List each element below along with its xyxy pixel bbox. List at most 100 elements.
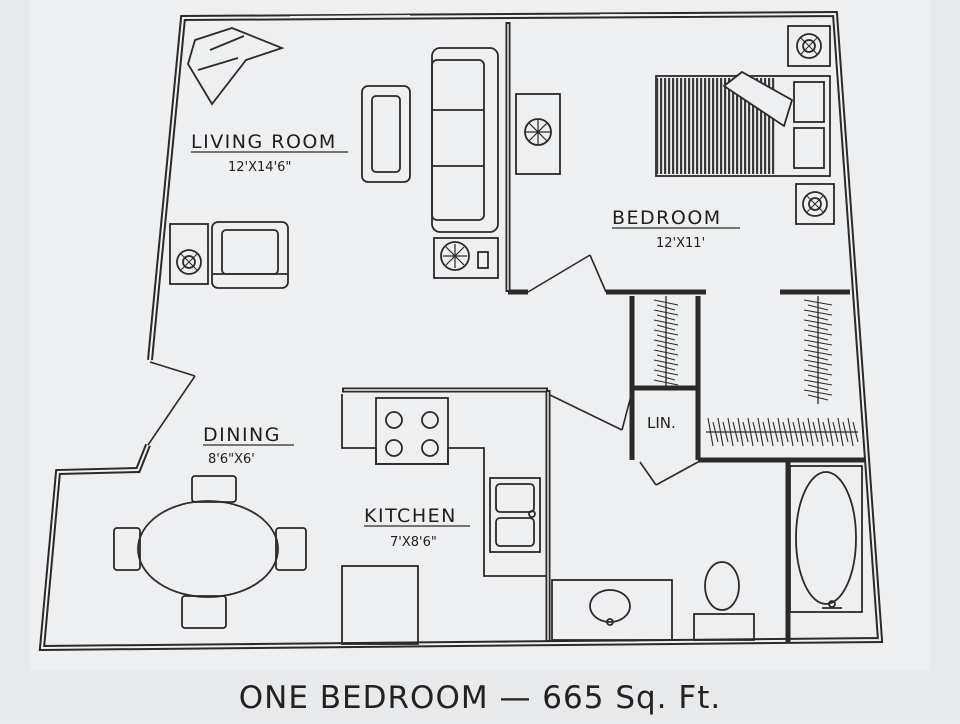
closet-hanger-mark [656, 354, 676, 361]
closet-hanger-mark [842, 421, 849, 443]
closet-hanger-mark [803, 349, 833, 356]
closet-hanger-mark [762, 421, 769, 443]
closet-hanger-mark [732, 421, 739, 443]
dining-label: DINING [203, 424, 281, 446]
closet-hanger-mark [653, 359, 679, 366]
closet-hanger-mark [653, 369, 679, 376]
closet-hanger-mark [807, 364, 829, 371]
living-room-dims: 12'X14'6" [228, 160, 291, 175]
living-room-label: LIVING ROOM [191, 131, 337, 153]
closet-hanger-mark [807, 374, 829, 381]
closet-hanger-mark [803, 319, 833, 326]
closet-hanger-mark [653, 299, 679, 306]
closet-hanger-mark [807, 354, 829, 361]
closet-hanger-mark [803, 309, 833, 316]
toilet-tank [693, 613, 755, 641]
closet-hanger-mark [656, 324, 676, 331]
closet-hanger-mark [807, 344, 829, 351]
closet-hanger-mark [757, 417, 764, 447]
bedroom-door [527, 254, 607, 293]
closet-hanger-mark [653, 309, 679, 316]
refrigerator [341, 565, 419, 645]
chair [191, 475, 237, 503]
closets [665, 296, 858, 433]
bathtub [789, 465, 863, 613]
closet-hanger-mark [797, 417, 804, 447]
dining-table [137, 500, 279, 598]
closet-hanger-mark [707, 417, 714, 447]
closet-hanger-mark [803, 299, 833, 306]
closet-hanger-mark [656, 374, 676, 381]
closet-hanger-mark [803, 329, 833, 336]
coffee-table [361, 85, 411, 183]
end-table [433, 237, 499, 279]
closet-hanger-mark [777, 417, 784, 447]
closet-hanger-mark [817, 417, 824, 447]
stove [375, 397, 449, 465]
closet-hanger-mark [653, 349, 679, 356]
burner-icon [421, 439, 439, 457]
closet-hanger-mark [747, 417, 754, 447]
closet-hanger-mark [772, 421, 779, 443]
closet-hanger-mark [737, 417, 744, 447]
closet-hanger-mark [712, 421, 719, 443]
kitchen-sink [489, 477, 541, 553]
plan-paper [30, 0, 930, 670]
nightstand-top [787, 25, 831, 67]
bathroom-sink [589, 589, 631, 623]
closet-hanger-mark [837, 417, 844, 447]
closet-hanger-mark [807, 417, 814, 447]
closet-hanger-mark [807, 384, 829, 391]
linen-label: LIN. [647, 414, 676, 432]
closet-hanger-mark [722, 421, 729, 443]
closet-hanger-mark [807, 314, 829, 321]
entry-door [147, 361, 196, 446]
toilet-bowl [704, 561, 740, 611]
closet-hanger-mark [656, 304, 676, 311]
closet-hanger-mark [803, 359, 833, 366]
lamp-icon [176, 249, 202, 275]
chair [275, 527, 307, 571]
kitchen-fixtures [341, 394, 546, 645]
closet-hanger-mark [653, 319, 679, 326]
room-labels: LIVING ROOM 12'X14'6" BEDROOM 12'X11' DI… [191, 131, 740, 550]
burner-icon [385, 439, 403, 457]
linen-door [639, 461, 699, 486]
closet-hanger-mark [792, 421, 799, 443]
closet-hanger-mark [832, 421, 839, 443]
chair [113, 527, 141, 571]
closet-hanger-mark [803, 379, 833, 386]
closet-hanger-mark [782, 421, 789, 443]
closet-hanger-mark [656, 314, 676, 321]
closet-hanger-mark [767, 417, 774, 447]
closet-hanger-mark [803, 339, 833, 346]
closet-hanger-mark [807, 304, 829, 311]
dining-set [113, 475, 307, 629]
closet-hanger-mark [812, 421, 819, 443]
closet-hanger-mark [803, 389, 833, 396]
closet-hanger-mark [807, 394, 829, 401]
closet-hanger-mark [802, 421, 809, 443]
burner-icon [421, 411, 439, 429]
closet-hanger-mark [787, 417, 794, 447]
closet-hanger-mark [653, 379, 679, 386]
bathroom-fixtures [551, 465, 863, 641]
armchair [211, 221, 289, 289]
closet-hanger-mark [822, 421, 829, 443]
closet-hanger-mark [656, 364, 676, 371]
closet-hanger-mark [803, 369, 833, 376]
closet-hanger-mark [847, 417, 854, 447]
closet-hanger-mark [653, 339, 679, 346]
bedroom-furniture [515, 25, 835, 225]
bedroom-dims: 12'X11' [656, 236, 705, 251]
burner-icon [385, 411, 403, 429]
kitchen-label: KITCHEN [364, 505, 457, 527]
plant-icon [440, 241, 470, 271]
closet-hanger-mark [656, 334, 676, 341]
kitchen-dims: 7'X8'6" [390, 535, 437, 550]
closet-hanger-mark [852, 421, 859, 443]
closet-hanger-mark [807, 334, 829, 341]
closet-hanger-mark [717, 417, 724, 447]
closet-hanger-mark [742, 421, 749, 443]
